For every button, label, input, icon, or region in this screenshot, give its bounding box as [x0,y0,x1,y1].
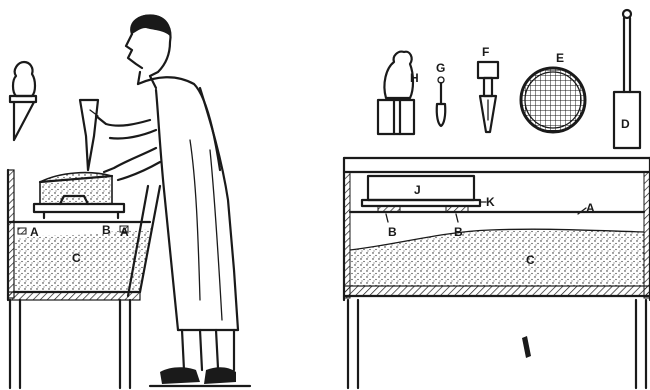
label-tool-E: E [556,51,564,65]
wall-shelf [10,62,36,140]
label-right-J: J [414,183,421,197]
label-tool-G: G [436,61,445,75]
label-right-B1: B [388,225,397,239]
right-scene: H G F E D [344,10,650,388]
label-left-B: B [102,223,111,237]
left-flask [34,173,124,218]
tool-G-spoon: G [436,61,445,126]
label-left-C: C [72,251,81,265]
label-right-C: C [526,253,535,267]
tool-E-riddle: E [521,51,585,132]
left-scene: A B A C [8,14,250,388]
label-right-A: A [586,201,595,215]
label-tool-F: F [482,45,489,59]
label-right-K: K [486,195,495,209]
right-flask: J K [362,176,495,212]
label-tool-D: D [621,117,630,131]
tool-D-shovel: D [614,10,640,148]
tool-H-rammer-bag: H [378,52,419,134]
label-left-A2: A [120,225,129,239]
label-tool-H: H [410,71,419,85]
label-left-A1: A [30,225,39,239]
label-right-B2: B [454,225,463,239]
right-sand-bench [344,158,650,388]
tool-F-peen: F [478,45,498,132]
